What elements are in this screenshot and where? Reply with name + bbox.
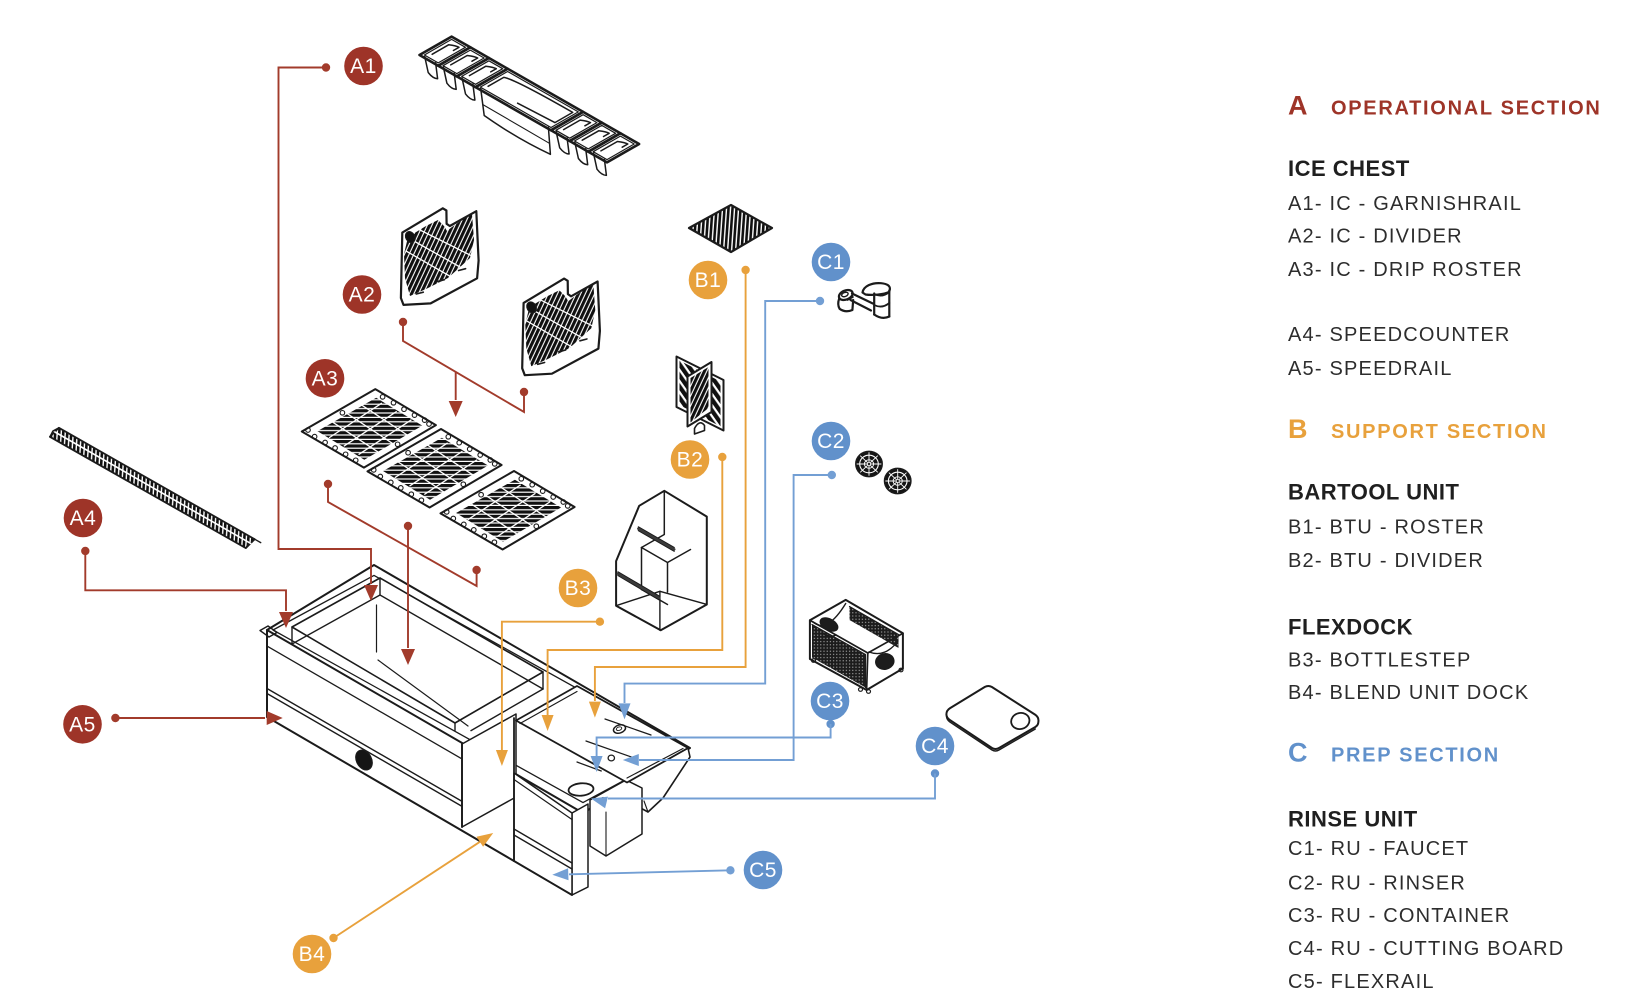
svg-text:A2: A2	[349, 284, 376, 307]
svg-text:C: C	[1288, 738, 1308, 768]
svg-text:C1- RU - FAUCET: C1- RU - FAUCET	[1288, 838, 1469, 860]
svg-text:B1: B1	[695, 269, 722, 292]
svg-text:C2: C2	[817, 430, 845, 453]
svg-text:B4- BLEND UNIT DOCK: B4- BLEND UNIT DOCK	[1288, 682, 1529, 704]
svg-text:B1- BTU - ROSTER: B1- BTU - ROSTER	[1288, 516, 1485, 538]
svg-text:A1- IC - GARNISHRAIL: A1- IC - GARNISHRAIL	[1288, 193, 1522, 215]
svg-text:BARTOOL UNIT: BARTOOL UNIT	[1288, 480, 1459, 505]
svg-text:OPERATIONAL SECTION: OPERATIONAL SECTION	[1331, 97, 1601, 119]
svg-text:B3- BOTTLESTEP: B3- BOTTLESTEP	[1288, 650, 1472, 672]
svg-text:A: A	[1288, 90, 1308, 120]
svg-text:C5- FLEXRAIL: C5- FLEXRAIL	[1288, 971, 1435, 993]
svg-text:SUPPORT SECTION: SUPPORT SECTION	[1331, 421, 1548, 443]
svg-text:B4: B4	[299, 943, 326, 966]
svg-text:C3- RU - CONTAINER: C3- RU - CONTAINER	[1288, 905, 1510, 927]
svg-text:C1: C1	[817, 251, 845, 274]
svg-text:A4: A4	[70, 507, 97, 530]
svg-text:PREP SECTION: PREP SECTION	[1331, 745, 1500, 767]
svg-text:B2: B2	[677, 449, 704, 472]
svg-text:C5: C5	[749, 859, 777, 882]
svg-text:RINSE UNIT: RINSE UNIT	[1288, 807, 1418, 832]
svg-text:FLEXDOCK: FLEXDOCK	[1288, 615, 1413, 640]
svg-text:A1: A1	[350, 55, 377, 78]
svg-text:A5: A5	[69, 713, 96, 736]
svg-text:C3: C3	[816, 690, 844, 713]
svg-text:A5- SPEEDRAIL: A5- SPEEDRAIL	[1288, 358, 1453, 380]
svg-text:C4- RU - CUTTING BOARD: C4- RU - CUTTING BOARD	[1288, 938, 1564, 960]
svg-text:B: B	[1288, 414, 1308, 444]
svg-text:C4: C4	[921, 735, 949, 758]
svg-text:A3- IC - DRIP ROSTER: A3- IC - DRIP ROSTER	[1288, 259, 1523, 281]
svg-text:A3: A3	[312, 367, 339, 390]
svg-text:B3: B3	[565, 577, 592, 600]
svg-text:B2- BTU - DIVIDER: B2- BTU - DIVIDER	[1288, 550, 1484, 572]
svg-text:ICE CHEST: ICE CHEST	[1288, 156, 1410, 181]
svg-text:C2- RU - RINSER: C2- RU - RINSER	[1288, 872, 1466, 894]
svg-text:A4- SPEEDCOUNTER: A4- SPEEDCOUNTER	[1288, 324, 1511, 346]
svg-text:A2- IC - DIVIDER: A2- IC - DIVIDER	[1288, 226, 1463, 248]
